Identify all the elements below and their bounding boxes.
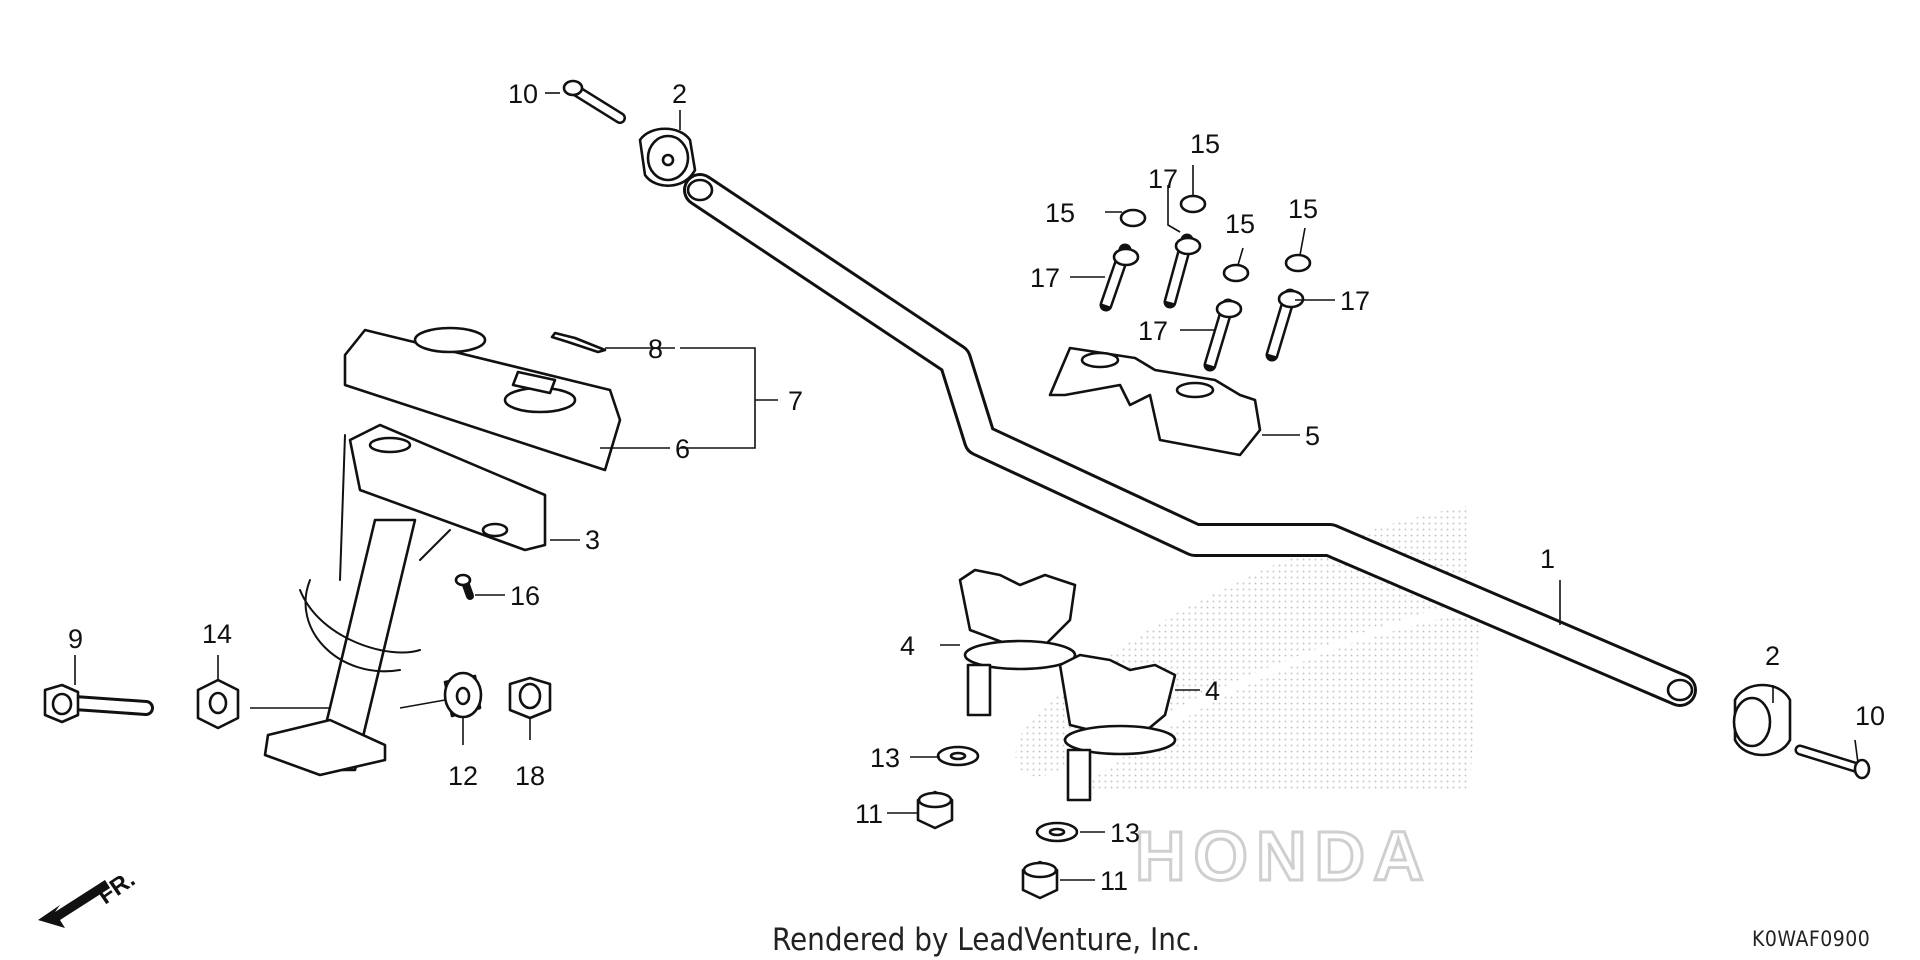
part-8-clip bbox=[550, 331, 607, 354]
part-12-collar bbox=[443, 671, 483, 719]
callout-10: 10 bbox=[508, 79, 538, 109]
part-2-end-weight-left bbox=[638, 127, 697, 187]
callout-11: 11 bbox=[855, 799, 883, 829]
callout-17: 17 bbox=[1138, 316, 1168, 346]
callout-15: 15 bbox=[1225, 209, 1255, 239]
watermark-honda-text: HONDA bbox=[1135, 817, 1432, 895]
callout-5: 5 bbox=[1305, 421, 1320, 451]
part-14-nut bbox=[196, 678, 240, 730]
callout-11: 11 bbox=[1100, 866, 1128, 896]
callout-1: 1 bbox=[1540, 544, 1555, 574]
front-direction-arrow: FR. bbox=[38, 866, 140, 928]
leader-lines bbox=[74, 92, 1859, 881]
part-5-upper-holder bbox=[1048, 346, 1262, 457]
callout-6: 6 bbox=[675, 434, 690, 464]
callout-15: 15 bbox=[1190, 129, 1220, 159]
callout-15: 15 bbox=[1045, 198, 1075, 228]
callout-13: 13 bbox=[870, 743, 900, 773]
callout-9: 9 bbox=[68, 624, 83, 654]
callout-8: 8 bbox=[648, 334, 663, 364]
part-16-screw bbox=[454, 573, 474, 600]
callout-15: 15 bbox=[1288, 194, 1318, 224]
callout-14: 14 bbox=[202, 619, 232, 649]
part-15-bolt-caps bbox=[1119, 194, 1312, 283]
steering-stem-tube bbox=[263, 434, 451, 777]
rendered-by-credit: Rendered by LeadVenture, Inc. bbox=[772, 922, 1201, 958]
callout-3: 3 bbox=[585, 525, 600, 555]
part-4-lower-holder-left bbox=[958, 568, 1077, 717]
callout-7: 7 bbox=[788, 386, 803, 416]
callout-2: 2 bbox=[672, 79, 687, 109]
callout-16: 16 bbox=[510, 581, 540, 611]
callout-10: 10 bbox=[1855, 701, 1885, 731]
callout-labels: 1 2 2 3 4 4 5 6 7 8 9 10 10 11 11 12 13 … bbox=[68, 79, 1885, 896]
callout-17: 17 bbox=[1148, 164, 1178, 194]
fr-label: FR. bbox=[93, 866, 140, 910]
part-2-end-weight-right bbox=[1732, 683, 1792, 757]
part-4-lower-holder-right bbox=[1058, 653, 1177, 802]
part-9-bolt bbox=[43, 683, 154, 724]
part-10-screw-left bbox=[562, 79, 626, 124]
part-6-meter-cover bbox=[343, 326, 622, 472]
part-17-bolts bbox=[1099, 233, 1305, 372]
part-10-screw-right bbox=[1794, 744, 1871, 780]
callout-2: 2 bbox=[1765, 641, 1780, 671]
part-1-handlebar bbox=[683, 173, 1697, 707]
part-3-meter-bracket bbox=[348, 423, 547, 552]
callout-17: 17 bbox=[1340, 286, 1370, 316]
part-13-washers bbox=[936, 745, 1079, 843]
part-18-nut bbox=[508, 676, 552, 720]
callout-18: 18 bbox=[515, 761, 545, 791]
diagram-code: K0WAF0900 bbox=[1752, 927, 1871, 951]
callout-4: 4 bbox=[900, 631, 915, 661]
callout-17: 17 bbox=[1030, 263, 1060, 293]
callout-12: 12 bbox=[448, 761, 478, 791]
part-11-nuts bbox=[916, 790, 1059, 900]
callout-13: 13 bbox=[1110, 818, 1140, 848]
callout-4: 4 bbox=[1205, 676, 1220, 706]
